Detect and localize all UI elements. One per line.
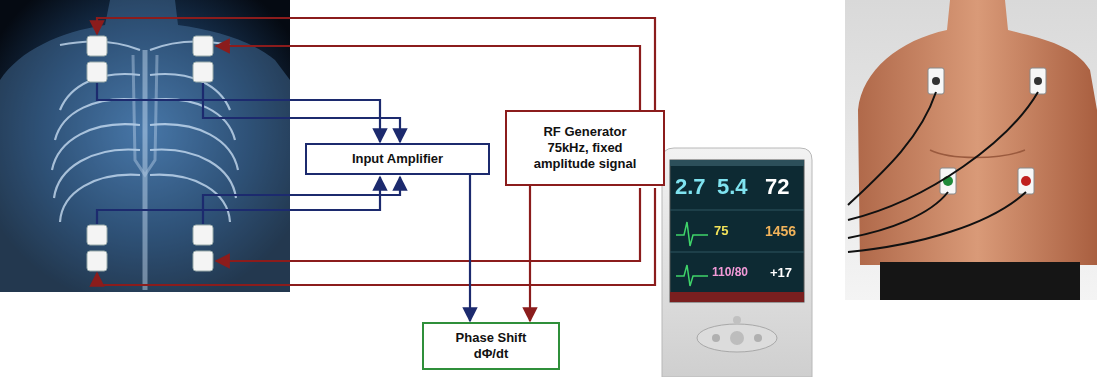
amplifier-box: Input Amplifier (305, 143, 490, 175)
generator-box: RF Generator 75kHz, fixed amplitude sign… (505, 110, 665, 186)
node-label: RF Generator 75kHz, fixed amplitude sign… (522, 124, 648, 173)
cardiac-output: 5.4 (717, 176, 748, 198)
heart-rate: 72 (765, 176, 789, 198)
phase-box: Phase Shift dΦ/dt (422, 322, 560, 370)
node-label: Input Amplifier (352, 151, 443, 167)
signal-connector (529, 186, 531, 321)
blood-pressure: 110/80 (712, 266, 748, 278)
cardiac-index: 2.7 (675, 176, 706, 198)
rf-wires (97, 18, 655, 285)
xray-torso (0, 0, 290, 292)
patient-photo (845, 0, 1097, 300)
svr-value: 1456 (765, 224, 796, 238)
stroke-volume: 75 (714, 224, 728, 237)
tfc-value: +17 (770, 266, 792, 279)
monitor (662, 148, 812, 377)
node-label: Phase Shift dΦ/dt (446, 330, 536, 363)
signal-connector (469, 175, 471, 321)
